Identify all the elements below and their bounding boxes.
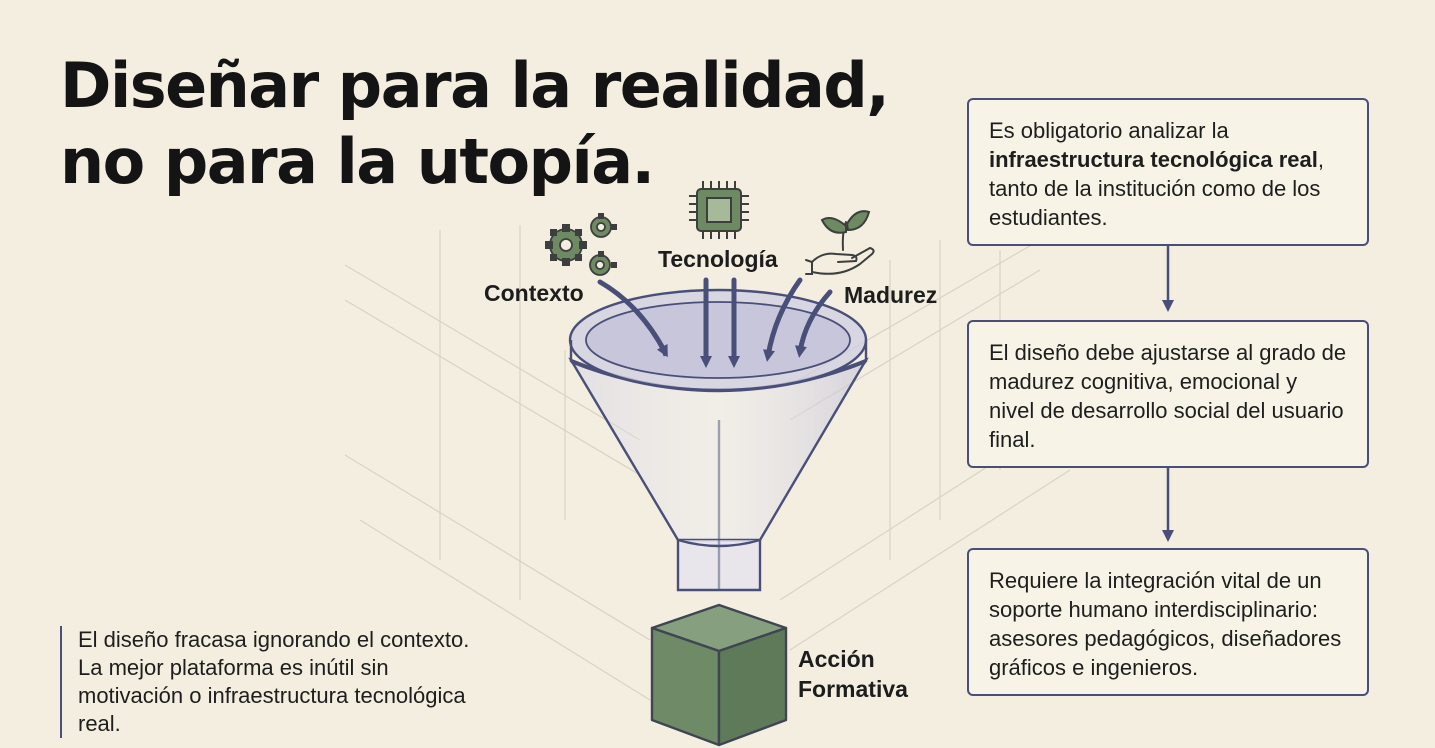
step-box-3: Requiere la integración vital de un sopo… [967, 548, 1369, 696]
side-note: El diseño fracasa ignorando el contexto.… [60, 626, 498, 738]
arrow-madurez-2 [795, 289, 833, 358]
step-box-1: Es obligatorio analizar la infraestructu… [967, 98, 1369, 246]
background-guide-lines [344, 225, 1071, 701]
funnel [568, 288, 869, 592]
step-1-emphasis: infraestructura tecnológica real [989, 147, 1318, 172]
output-label-line-1: Acción [798, 646, 875, 672]
arrow-madurez-1 [763, 277, 803, 362]
page-title: Diseñar para la realidad, no para la uto… [60, 48, 890, 200]
title-line-1: Diseñar para la realidad, [60, 49, 890, 122]
label-tecnologia: Tecnología [658, 246, 778, 272]
title-line-2: no para la utopía. [60, 125, 655, 198]
step-1-text-end: , tanto de la institución como de los es… [989, 147, 1325, 230]
output-label: Acción Formativa [798, 644, 908, 704]
microchip-icon [689, 181, 749, 239]
input-arrow-outlines [611, 288, 667, 357]
accion-formativa-cube [650, 603, 788, 747]
label-madurez: Madurez [844, 282, 938, 308]
label-contexto: Contexto [484, 280, 584, 306]
step-1-text: Es obligatorio analizar la [989, 118, 1229, 143]
step-3-text: Requiere la integración vital de un sopo… [989, 568, 1342, 680]
output-label-line-2: Formativa [798, 676, 908, 702]
gears-icon [545, 213, 617, 276]
step-2-text: El diseño debe ajustarse al grado de mad… [989, 340, 1347, 452]
step-box-2: El diseño debe ajustarse al grado de mad… [967, 320, 1369, 468]
sprout-hand-icon [805, 210, 875, 275]
